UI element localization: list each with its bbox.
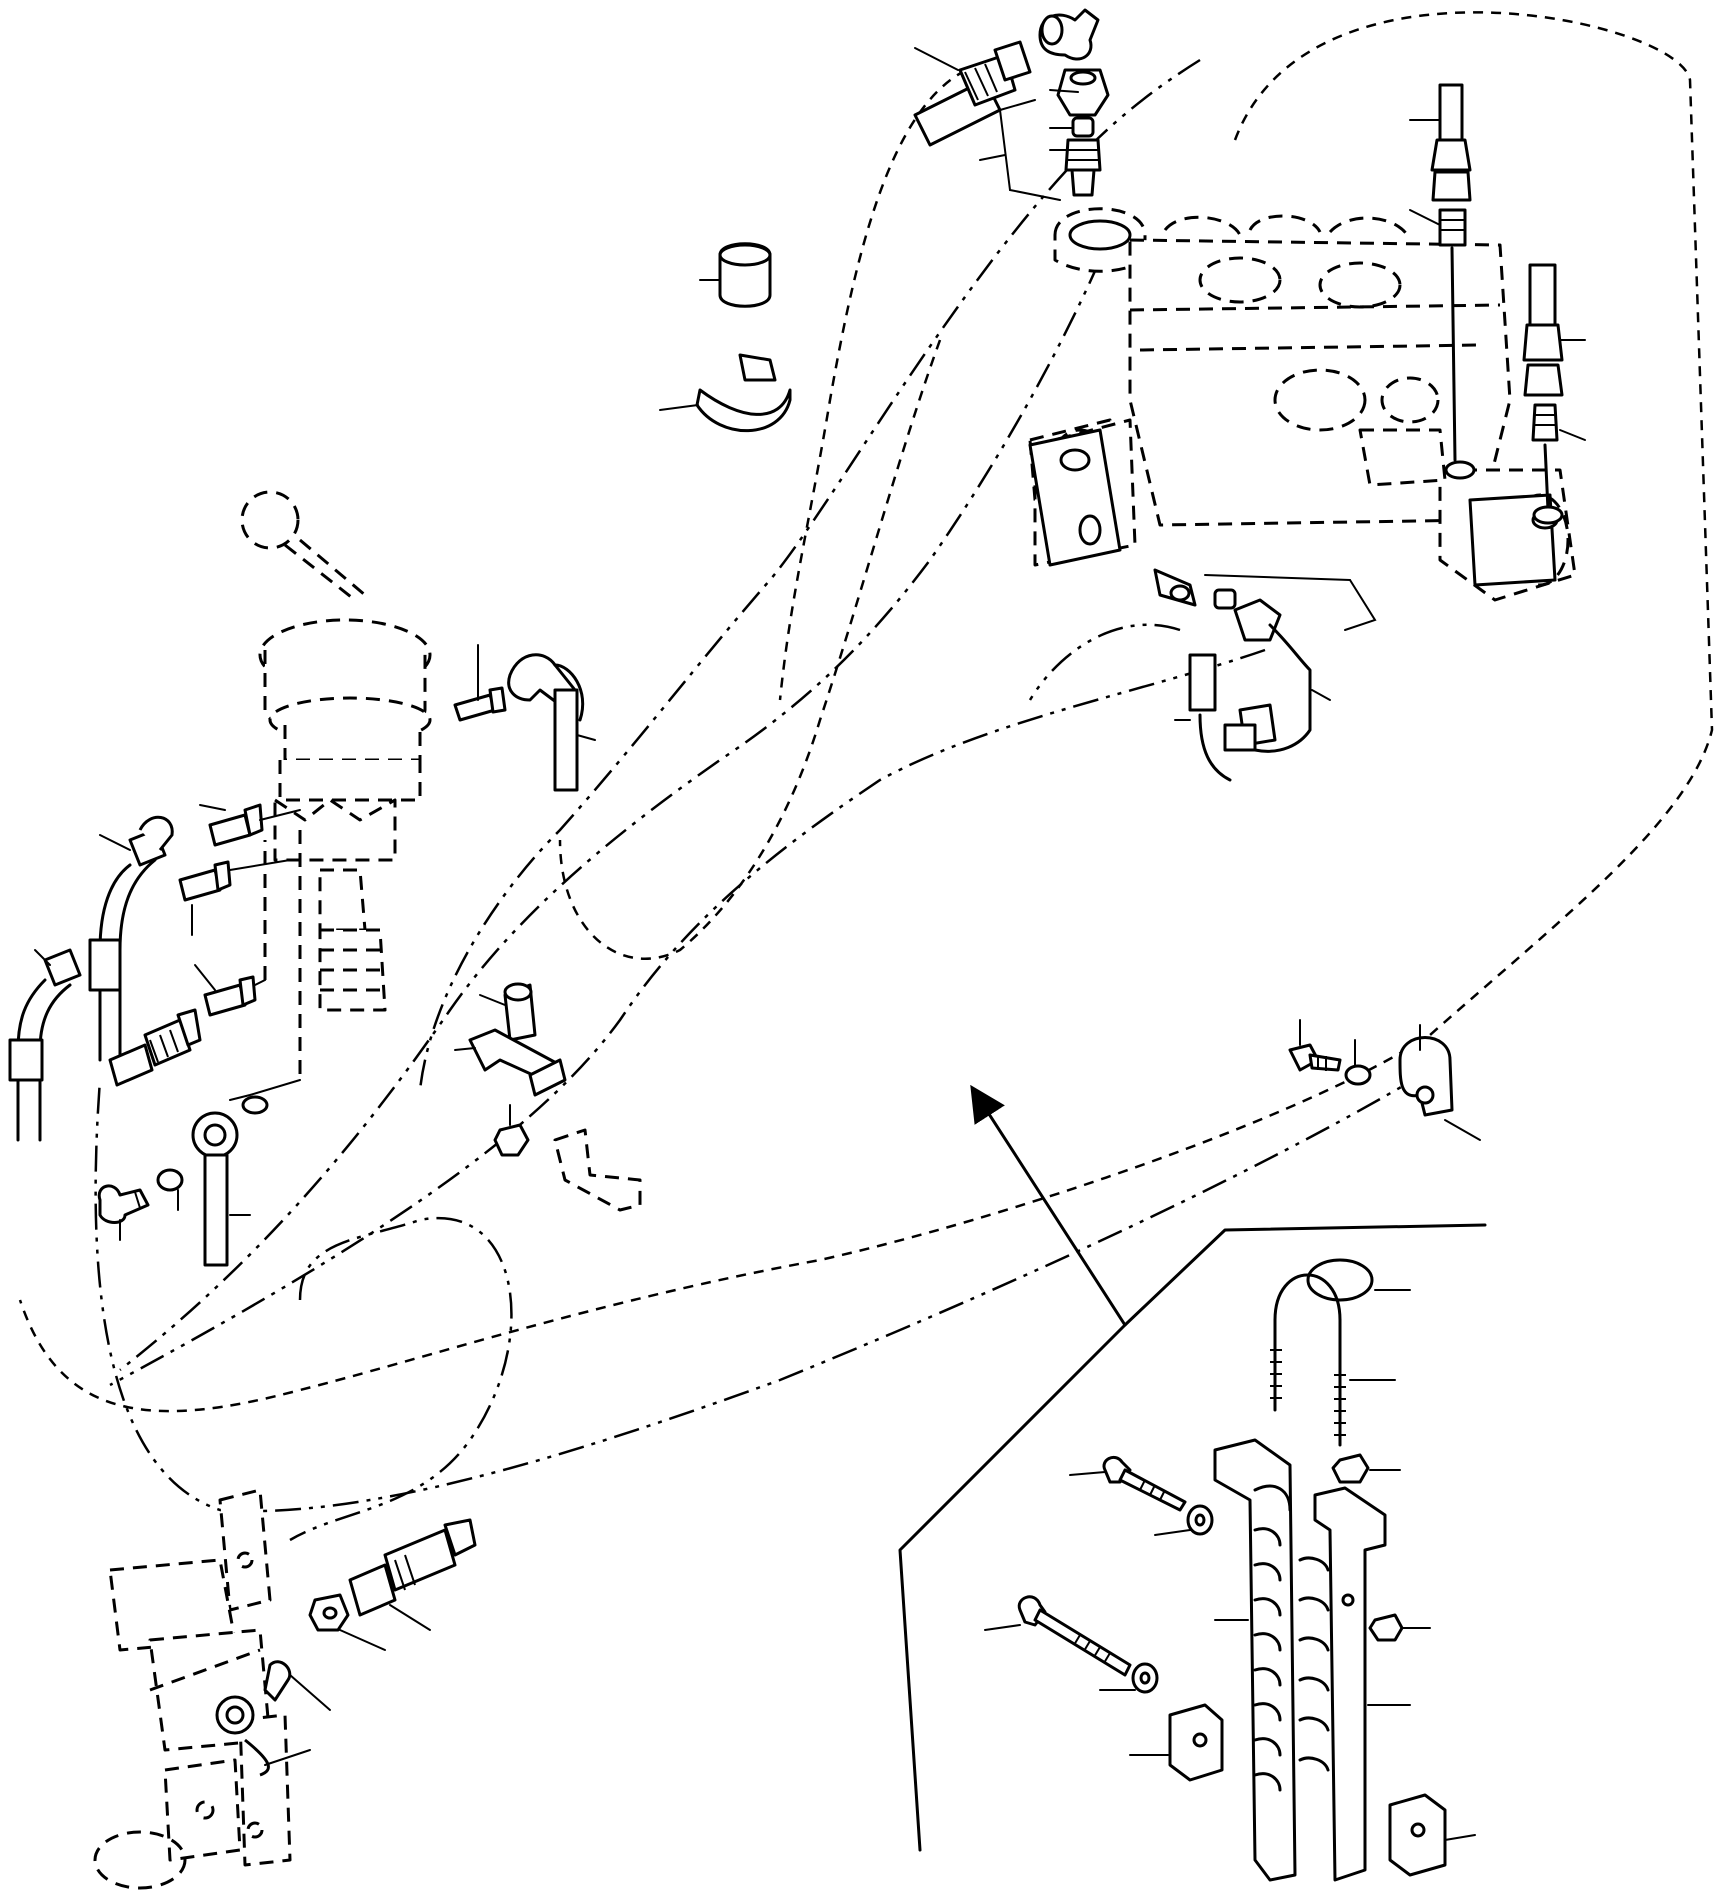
- hose-end-fitting-top: [913, 40, 1032, 147]
- pipe-clamp-right: [1398, 1024, 1481, 1141]
- banjo-bolt-assembly: [97, 1095, 269, 1267]
- port-fitting-2: [178, 859, 291, 936]
- clamp-bolt-right: [1288, 1019, 1342, 1072]
- washer-detail-upper: [1154, 1504, 1214, 1536]
- pilot-control-valve: [240, 490, 432, 1012]
- hose-routing-lines: [18, 11, 1714, 1542]
- washer-detail-lower: [1099, 1662, 1159, 1694]
- adapter-stack-top: [1049, 68, 1110, 197]
- elbow-fitting-top: [1038, 8, 1100, 61]
- u-bolt-ring: [1270, 1258, 1411, 1447]
- leader-top-bracket: [979, 154, 1006, 161]
- nut-detail-top: [1331, 1453, 1401, 1484]
- bolt-detail-lower: [984, 1595, 1132, 1677]
- bracket-plate-dashed: [553, 1128, 642, 1212]
- left-hose-end-fitting: [108, 1008, 202, 1087]
- clamp-half-lower-right: [1388, 1793, 1476, 1877]
- top-right-hose-fitting: [1409, 83, 1476, 480]
- outlet-block-left: [1028, 428, 1122, 567]
- spacer-sleeve: [479, 982, 537, 1042]
- strap-clamp-part: [659, 353, 792, 433]
- clamp-block-small: [1298, 1486, 1411, 1882]
- nut-detail-side: [1368, 1613, 1431, 1642]
- lower-valve-fittings: [1153, 568, 1377, 782]
- left-bent-hose-1: [88, 815, 174, 1062]
- bracket-clip: [454, 1028, 567, 1097]
- detail-callout-arrow: [970, 1084, 1127, 1327]
- right-hose-fitting: [1522, 263, 1586, 525]
- sleeve-part: [699, 242, 772, 308]
- port-fitting-1: [199, 803, 301, 847]
- left-bent-hose-2: [8, 948, 82, 1142]
- leader-port-bracket: [229, 1079, 301, 1101]
- detail-callout-boundary: [898, 1223, 1487, 1852]
- elbow-adapter-center: [453, 644, 596, 792]
- hex-nut-center: [493, 1104, 530, 1157]
- nut-lower: [308, 1593, 386, 1651]
- clamp-washer-right: [1344, 1039, 1372, 1086]
- pedal-bracket-dashed: [93, 1488, 292, 1890]
- hose-fitting-lower: [348, 1518, 477, 1631]
- banjo-fitting-lower: [215, 1660, 331, 1777]
- clamp-block-large: [1213, 1438, 1297, 1882]
- port-fitting-3: [194, 964, 266, 1017]
- clamp-half-lower-left: [1129, 1703, 1224, 1782]
- bolt-detail-upper: [1069, 1456, 1187, 1512]
- bracket-leader-top: [998, 99, 1061, 201]
